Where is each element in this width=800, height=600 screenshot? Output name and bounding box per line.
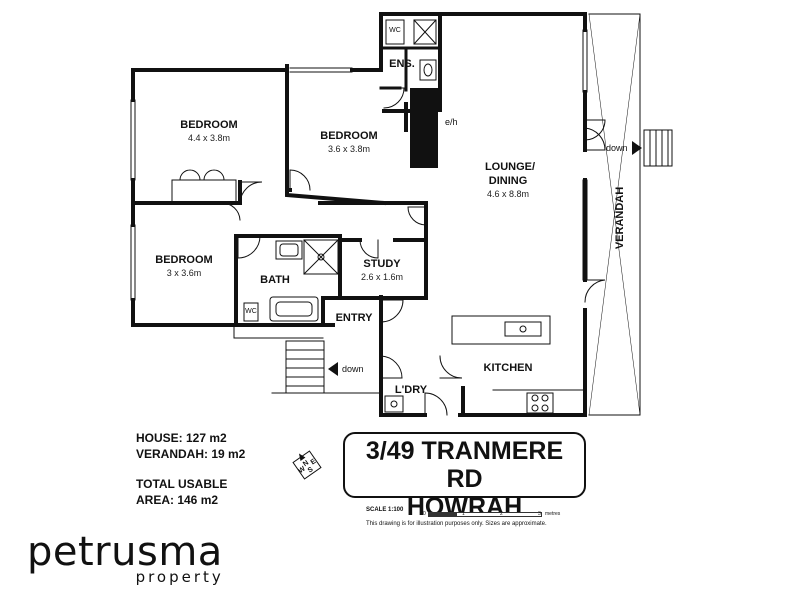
verandah-area: VERANDAH: 19 m2 [136, 447, 246, 461]
scale-tick-2: 2 [500, 511, 503, 517]
house-area: HOUSE: 127 m2 [136, 431, 227, 445]
study-name: STUDY [363, 258, 401, 270]
kitchen-name: KITCHEN [484, 362, 533, 374]
scale-bar: 0 1 2 3 metres [423, 511, 560, 517]
study-size: 2.6 x 1.6m [361, 272, 403, 282]
disclaimer: This drawing is for illustration purpose… [366, 521, 547, 527]
compass-icon: N E S W [292, 450, 322, 480]
lounge-name-line2: DINING [489, 175, 528, 187]
ensuite-name: ENS. [389, 58, 415, 70]
bedroom3-size: 3 x 3.6m [167, 268, 202, 278]
scale-label: SCALE 1:100 [366, 507, 404, 513]
lounge-name-line1: LOUNGE/ [485, 161, 535, 173]
verandah-down-label: down [606, 143, 628, 153]
bedroom2-size: 3.6 x 3.8m [328, 144, 370, 154]
area-stats: HOUSE: 127 m2 VERANDAH: 19 m2 TOTAL USAB… [136, 430, 245, 508]
compass-w: W [297, 465, 307, 475]
lounge-size: 4.6 x 8.8m [487, 189, 529, 199]
compass-n: N [302, 459, 310, 468]
bath-wc-label: WC [245, 308, 257, 315]
ensuite-wc-label: WC [389, 27, 401, 34]
bath-name: BATH [260, 274, 290, 286]
brand-logo: petrusma property [27, 529, 223, 586]
brand-name: petrusma [27, 529, 223, 575]
verandah-name: VERANDAH [614, 187, 626, 249]
total-area-line2: AREA: 146 m2 [136, 493, 219, 507]
compass-e: E [310, 458, 318, 467]
compass-s: S [307, 466, 315, 475]
scale-tick-0: 0 [423, 511, 426, 517]
eh-label: e/h [445, 117, 458, 127]
scale-unit: metres [545, 511, 561, 517]
entry-down-label: down [342, 364, 364, 374]
address-box: 3/49 TRANMERE RD HOWRAH [343, 432, 586, 521]
address-line1: 3/49 TRANMERE RD [365, 437, 564, 493]
scale-tick-1: 1 [462, 511, 465, 517]
brand-sub: property [135, 568, 224, 586]
bedroom1-name: BEDROOM [180, 119, 237, 131]
scale-tick-3: 3 [538, 511, 541, 517]
bedroom3-name: BEDROOM [155, 254, 212, 266]
total-area-line1: TOTAL USABLE [136, 477, 228, 491]
bedroom2-name: BEDROOM [320, 130, 377, 142]
laundry-name: L'DRY [395, 384, 428, 396]
bedroom1-size: 4.4 x 3.8m [188, 133, 230, 143]
entry-name: ENTRY [336, 312, 374, 324]
